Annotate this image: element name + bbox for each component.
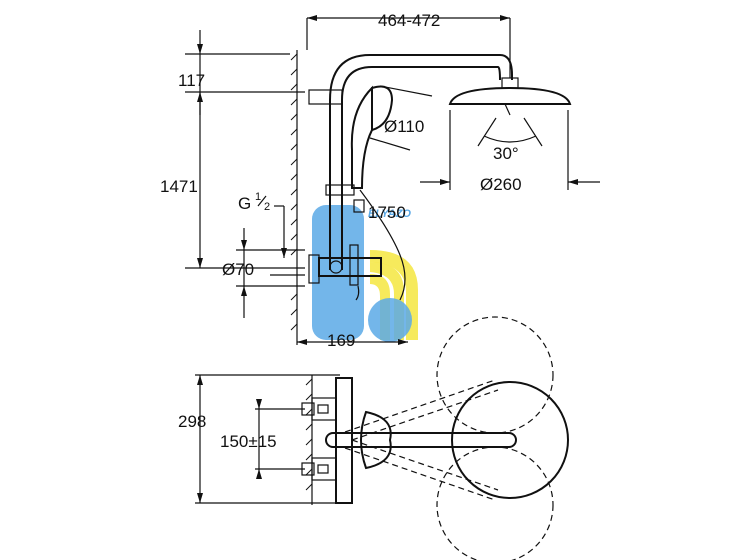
wall-side-view xyxy=(290,50,298,345)
dim-top-offset: 117 xyxy=(178,30,305,115)
dim-center-distance-label: 150±15 xyxy=(220,432,277,451)
dim-hand-shower-label: Ø110 xyxy=(384,117,424,136)
dim-arm-length-label: 464-472 xyxy=(378,11,440,30)
head-swivel-positions xyxy=(344,316,554,560)
angle-label: 30° xyxy=(493,144,519,163)
hose-length-label: 1750 xyxy=(368,203,406,222)
dim-head-diam-label: Ø260 xyxy=(480,175,522,194)
dim-center-distance: 150±15 xyxy=(220,399,305,479)
dim-depth-total-label: 298 xyxy=(178,412,206,431)
dim-depth-total: 298 xyxy=(178,374,340,504)
thermostat-mixer xyxy=(308,244,382,301)
spray-angle xyxy=(477,117,543,147)
dim-wall-depth: 169 xyxy=(297,331,408,350)
dim-wall-depth-label: 169 xyxy=(327,331,355,350)
watermark-logo: ELYAZO xyxy=(312,205,418,342)
dim-arm-length: 464-472 xyxy=(306,11,511,78)
dim-height-label: 1471 xyxy=(160,177,198,196)
arm-top-view xyxy=(325,381,569,499)
dim-connector-diam-label: Ø70 xyxy=(222,260,254,279)
riser-pipe xyxy=(308,54,513,270)
dim-height: 1471 xyxy=(160,92,305,269)
dim-hand-shower-diam: Ø110 xyxy=(369,85,433,151)
thread-spec: G 1 2 xyxy=(238,191,287,258)
dim-head-diam: Ø260 xyxy=(420,110,600,194)
thread-label: G xyxy=(238,194,251,213)
dim-top-offset-label: 117 xyxy=(178,71,205,90)
dim-connector-diam: Ø70 xyxy=(222,228,305,318)
wall-top-view xyxy=(305,375,313,505)
head-shower-side xyxy=(448,77,572,116)
thread-num: 1 xyxy=(255,191,261,203)
thread-den: 2 xyxy=(264,201,270,213)
